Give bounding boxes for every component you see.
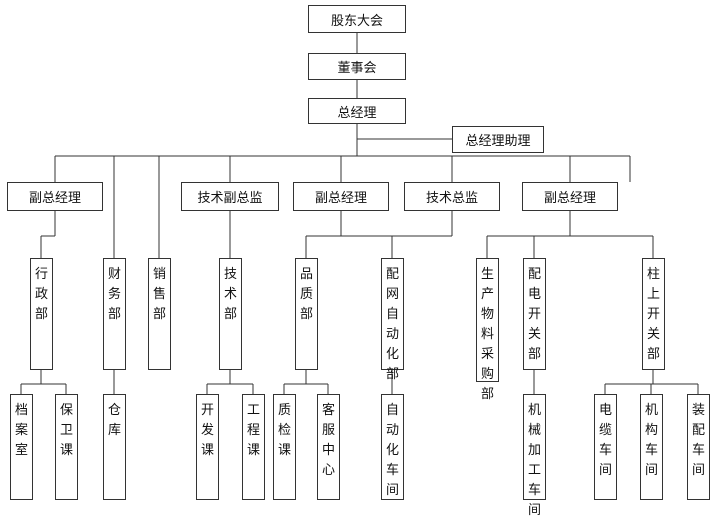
node-dist-auto-dept: 配网自动化部 bbox=[381, 258, 404, 382]
node-general-manager: 总经理 bbox=[308, 98, 406, 124]
node-label: 档案室 bbox=[14, 403, 28, 458]
node-label: 财务部 bbox=[107, 267, 121, 322]
node-label: 柱上开关部 bbox=[646, 267, 660, 362]
node-cable-workshop: 电缆车间 bbox=[594, 394, 617, 500]
node-production-dept: 生产物料采购部 bbox=[476, 258, 499, 402]
node-switch-dept: 配电开关部 bbox=[523, 258, 546, 370]
node-label: 机构车间 bbox=[644, 403, 658, 478]
node-pole-switch-dept: 柱上开关部 bbox=[642, 258, 665, 370]
node-board: 董事会 bbox=[308, 53, 406, 80]
node-finance-dept: 财务部 bbox=[103, 258, 126, 370]
node-tech-director: 技术总监 bbox=[404, 182, 500, 211]
node-label: 保卫课 bbox=[59, 403, 73, 458]
node-vp-3: 副总经理 bbox=[522, 182, 618, 211]
node-security-section: 保卫课 bbox=[55, 394, 78, 500]
node-gm-assistant: 总经理助理 bbox=[452, 126, 544, 153]
node-machining-workshop: 机械加工车间 bbox=[523, 394, 546, 518]
node-label: 销售部 bbox=[152, 267, 166, 322]
node-tech-dept: 技术部 bbox=[219, 258, 242, 370]
node-quality-dept: 品质部 bbox=[295, 258, 318, 370]
node-sales-dept: 销售部 bbox=[148, 258, 171, 370]
node-label: 配电开关部 bbox=[527, 267, 541, 362]
node-label: 生产物料采购部 bbox=[480, 267, 494, 402]
node-label: 仓库 bbox=[107, 403, 121, 438]
node-eng-section: 工程课 bbox=[242, 394, 265, 500]
node-warehouse: 仓库 bbox=[103, 394, 126, 500]
node-label: 电缆车间 bbox=[598, 403, 612, 478]
node-label: 装配车间 bbox=[691, 403, 705, 478]
node-label: 质检课 bbox=[277, 403, 291, 458]
node-label: 配网自动化部 bbox=[385, 267, 399, 382]
node-label: 工程课 bbox=[246, 403, 260, 458]
node-automation-workshop: 自动化车间 bbox=[381, 394, 404, 500]
node-label: 品质部 bbox=[299, 267, 313, 322]
node-mechanism-workshop: 机构车间 bbox=[640, 394, 663, 500]
node-label: 机械加工车间 bbox=[527, 403, 541, 518]
node-admin-dept: 行政部 bbox=[30, 258, 53, 370]
node-dev-section: 开发课 bbox=[196, 394, 219, 500]
node-label: 客服中心 bbox=[321, 403, 335, 478]
node-tech-vice-director: 技术副总监 bbox=[181, 182, 279, 211]
node-label: 技术部 bbox=[223, 267, 237, 322]
node-vp-1: 副总经理 bbox=[7, 182, 103, 211]
node-archive-room: 档案室 bbox=[10, 394, 33, 500]
node-shareholders: 股东大会 bbox=[308, 5, 406, 33]
node-service-center: 客服中心 bbox=[317, 394, 340, 500]
connector-lines bbox=[20, 33, 699, 394]
node-label: 自动化车间 bbox=[385, 403, 399, 498]
node-label: 开发课 bbox=[200, 403, 214, 458]
node-qc-section: 质检课 bbox=[273, 394, 296, 500]
node-assembly-workshop: 装配车间 bbox=[687, 394, 710, 500]
node-label: 行政部 bbox=[34, 267, 48, 322]
node-vp-2: 副总经理 bbox=[293, 182, 389, 211]
